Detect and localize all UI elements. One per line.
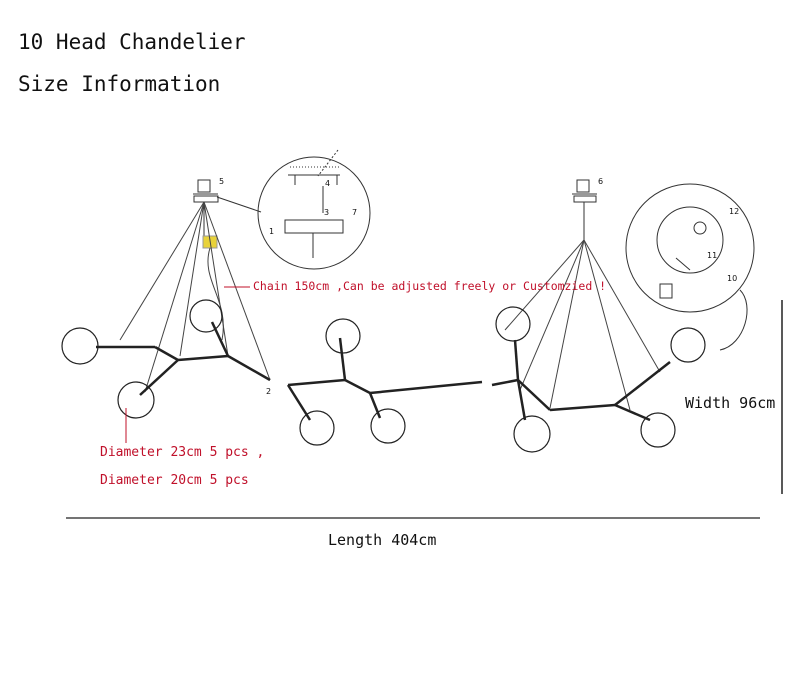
right-globes xyxy=(495,306,706,453)
chain-annotation: Chain 150cm ,Can be adjusted freely or C… xyxy=(253,279,607,293)
diameter-annotation-1: Diameter 23cm 5 pcs , xyxy=(100,445,265,460)
page-title: 10 Head Chandelier xyxy=(18,30,246,54)
left-canopy xyxy=(193,179,219,238)
left-branches xyxy=(96,321,271,396)
canopy-zoom-callout xyxy=(216,149,371,270)
callout-numbers: 1 7 3 4 12 11 10 5 6 2 xyxy=(219,177,739,396)
socket-zoom-callout xyxy=(625,183,755,351)
right-branches xyxy=(491,339,671,422)
callout-number: 2 xyxy=(266,387,271,396)
callout-number: 1 xyxy=(269,227,274,236)
callout-number: 4 xyxy=(325,179,330,188)
length-label: Length 404cm xyxy=(328,531,437,549)
callout-number: 6 xyxy=(598,177,603,186)
callout-number: 7 xyxy=(352,208,357,217)
page-subtitle: Size Information xyxy=(18,72,221,96)
width-label: Width 96cm xyxy=(685,394,776,412)
right-suspension-wires xyxy=(504,239,661,411)
callout-number: 5 xyxy=(219,177,224,186)
callout-number: 3 xyxy=(324,208,329,217)
right-canopy xyxy=(572,179,597,240)
annotation-leaders xyxy=(125,286,250,443)
left-suspension-wires xyxy=(119,201,271,393)
callout-number: 12 xyxy=(729,207,739,216)
middle-globes xyxy=(299,318,406,446)
left-globes xyxy=(61,299,223,419)
middle-branches xyxy=(286,337,483,421)
callout-number: 11 xyxy=(707,251,717,260)
diameter-annotation-2: Diameter 20cm 5 pcs xyxy=(100,473,249,488)
callout-number: 10 xyxy=(727,274,737,283)
